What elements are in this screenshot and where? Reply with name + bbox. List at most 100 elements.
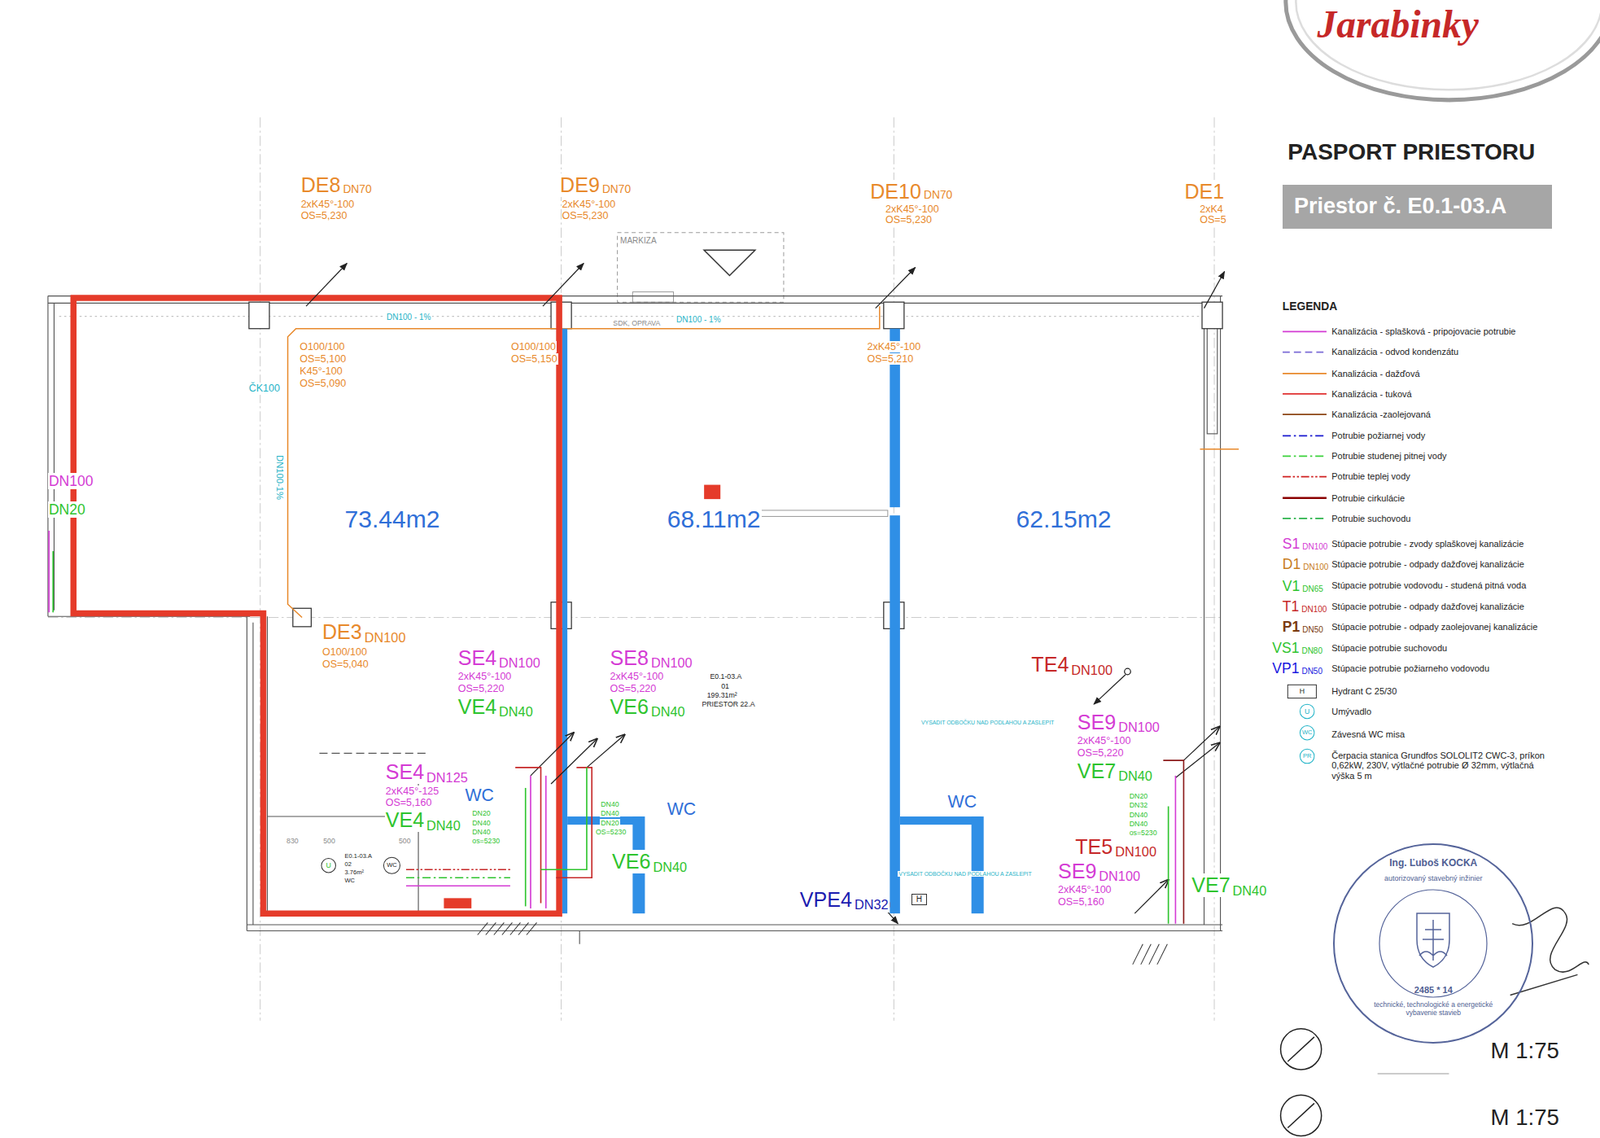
plan-note: OS=5,210	[865, 353, 914, 365]
symbol-letter: U	[325, 861, 333, 870]
building-wall	[246, 923, 1223, 925]
building-wall	[48, 302, 1223, 304]
plan-note: DN40	[1128, 819, 1149, 828]
partition-wall	[900, 816, 982, 825]
plan-note: T1	[1281, 598, 1300, 615]
plan-note: DN40	[471, 818, 491, 827]
callout-code: SE9	[1057, 859, 1098, 884]
plan-note: OS=5,100	[298, 353, 347, 365]
column	[249, 301, 270, 329]
plan-note: E0.1-03.A	[708, 672, 743, 681]
engineer-stamp: Ing. Ľuboš KOCKAautorizovaný stavebný in…	[1331, 841, 1535, 1045]
legend-entry: Potrubie požiarnej vody	[1331, 430, 1426, 442]
building-wall	[246, 616, 248, 931]
legend-entry: Hydrant C 25/30	[1331, 686, 1397, 697]
callout-code: DE3	[321, 620, 363, 644]
legend-entry: Závesná WC misa	[1331, 729, 1405, 740]
legend-sample	[1282, 331, 1327, 333]
plan-note: OS=5,090	[298, 377, 347, 390]
callout-code: DE9	[559, 173, 601, 197]
plan-note: OS=5,160	[1057, 896, 1106, 908]
stamp-emblem	[1419, 919, 1447, 961]
leader-arrow	[875, 266, 916, 308]
legend-entry: Kanalizácia - tuková	[1331, 389, 1412, 400]
leader-arrow	[1134, 879, 1168, 914]
symbol-letter: PR	[1302, 752, 1312, 761]
plan-note: DN20	[471, 808, 491, 818]
plan-note: O100/100	[298, 340, 346, 353]
plan-note: 2xK45°-100	[561, 198, 617, 210]
pipe-diameter: DN40	[498, 703, 534, 720]
pipe-diameter: DN70	[922, 188, 954, 202]
symbol-letter: U	[1303, 707, 1311, 716]
callout-code: VPE4	[799, 887, 853, 912]
legend-sample	[1282, 393, 1327, 395]
legend-entry: Potrubie cirkulácie	[1331, 493, 1405, 504]
signature	[1510, 907, 1590, 995]
waste-pipe	[524, 787, 527, 906]
plan-note: 2xK45°-100	[884, 203, 940, 215]
callout-code: WC	[463, 785, 495, 806]
floor-hatch	[1157, 944, 1168, 965]
plan-note: DN40	[599, 808, 620, 818]
legend-sample	[1282, 372, 1327, 375]
plan-note: E0.1-03.A	[344, 852, 373, 861]
symbol-letter: WC	[385, 861, 398, 870]
logo-frame	[1295, 0, 1600, 90]
plan-note: 500	[397, 836, 412, 845]
legend-sample	[1282, 351, 1327, 354]
floor-hatch	[485, 922, 497, 935]
room-number: Priestor č. E0.1-03.A	[1293, 184, 1541, 229]
pipe-diameter: DN100	[1097, 868, 1141, 884]
floor-hatch	[502, 922, 513, 935]
building-wall	[1219, 296, 1221, 932]
floor-hatch	[477, 922, 489, 935]
pipe-diameter: DN80	[1300, 646, 1324, 656]
plan-note: 199.31m²	[706, 690, 739, 700]
plan-note: P1	[1281, 618, 1301, 635]
legend-sample	[1299, 725, 1315, 740]
legend-entry: Stúpacie potrubie vodovodu - studená pit…	[1331, 580, 1526, 591]
legend-entry: Kanalizácia - dažďová	[1331, 368, 1420, 380]
legend-entry: Stúpacie potrubie - odpady dažďovej kana…	[1331, 601, 1525, 613]
plan-note: VP1	[1271, 660, 1300, 677]
building-wall	[266, 616, 268, 914]
leader-arrow	[1204, 271, 1225, 309]
callout-code: DE1	[1183, 179, 1225, 204]
leader-arrow	[1093, 674, 1126, 704]
callout-code: VE4	[384, 808, 425, 832]
pipe-diameter: DN100	[650, 655, 694, 671]
plan-note: DN100-1%	[274, 454, 285, 501]
legend-sample	[1299, 748, 1315, 764]
floor-hatch	[477, 922, 1168, 964]
plan-note: OS=5,230	[884, 214, 933, 226]
north-arrow	[1280, 1028, 1450, 1137]
partition-wall	[971, 816, 984, 914]
pipe-diameter: DN100	[1114, 843, 1158, 860]
plan-note: MARKIZA	[619, 236, 658, 246]
plan-note: OS=5,220	[609, 682, 658, 695]
callout-code: VE6	[609, 695, 650, 719]
plan-note: VS1	[1271, 639, 1300, 656]
pipe-diameter: DN100	[498, 655, 542, 671]
building-wall	[53, 302, 55, 610]
plan-note: DN32	[1128, 800, 1149, 809]
pipe-diameter: DN65	[1301, 584, 1325, 595]
leader-arrow	[586, 734, 625, 768]
rain-pipe	[288, 306, 1240, 617]
pipe-diameter: DN50	[1301, 625, 1325, 635]
sheet-title: PASPORT PRIESTORU	[1287, 139, 1535, 166]
plan-note: OS=5,230	[300, 209, 349, 222]
stamp-text: autorizovaný stavebný inžinier	[1347, 874, 1519, 883]
plan-note: OS=5,150	[510, 353, 559, 365]
waste-pipe	[545, 775, 547, 909]
building-wall	[1203, 302, 1205, 925]
waste-pipe	[529, 775, 532, 909]
callout-code: DE10	[869, 179, 923, 204]
plan-note: SDK, OPRAVA	[612, 319, 661, 328]
signature	[1510, 907, 1590, 995]
legend-sample	[1282, 413, 1327, 416]
plan-note: O100/100	[321, 646, 368, 658]
building-wall	[252, 622, 254, 925]
